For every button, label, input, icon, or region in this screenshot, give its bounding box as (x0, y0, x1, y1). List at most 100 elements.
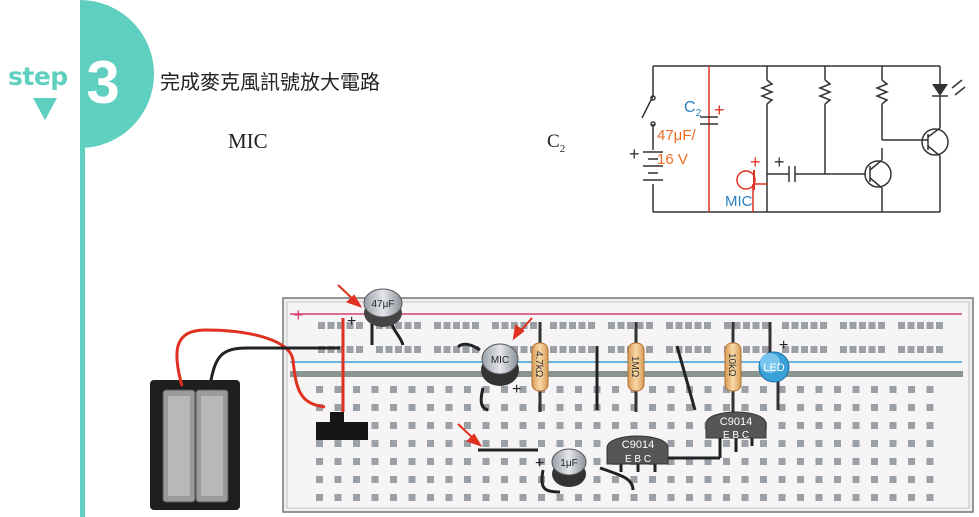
breadboard-hole (704, 476, 712, 483)
breadboard-hole (778, 386, 786, 393)
breadboard-hole (815, 386, 823, 393)
breadboard-hole (371, 422, 379, 429)
breadboard-hole (482, 494, 490, 501)
breadboard-hole (667, 494, 675, 501)
breadboard-hole (815, 440, 823, 447)
breadboard-hole (316, 440, 323, 447)
breadboard-hole (556, 494, 564, 501)
breadboard-hole (334, 494, 342, 501)
breadboard-hole (427, 422, 434, 429)
breadboard-hole (908, 404, 915, 411)
breadboard-hole (588, 346, 595, 353)
breadboard-hole (667, 422, 675, 429)
breadboard-hole (608, 346, 615, 353)
schematic-cap-plus: + (774, 152, 785, 172)
transistor-c9014-lower: C9014 E B C (606, 435, 669, 472)
breadboard-hole (908, 458, 915, 465)
breadboard-hole (353, 404, 360, 411)
breadboard-hole (445, 422, 453, 429)
breadboard-hole (408, 404, 416, 411)
breadboard-hole (612, 422, 619, 429)
breadboard-hole (520, 322, 528, 329)
breadboard-hole (694, 346, 702, 353)
breadboard-hole (630, 476, 638, 483)
breadboard-hole (443, 322, 451, 329)
breadboard-hole (926, 322, 934, 329)
breadboard-hole (889, 494, 897, 501)
breadboard-hole (464, 386, 471, 393)
breadboard-hole (667, 458, 675, 465)
breadboard-hole (404, 346, 412, 353)
breadboard-hole (612, 476, 619, 483)
breadboard-hole (464, 458, 471, 465)
breadboard-hole (723, 386, 730, 393)
breadboard-hole (686, 404, 693, 411)
breadboard-hole (852, 494, 860, 501)
breadboard-hole (741, 386, 749, 393)
breadboard-hole (760, 404, 767, 411)
breadboard-hole (810, 346, 818, 353)
breadboard-hole (578, 322, 586, 329)
breadboard-hole (443, 346, 451, 353)
breadboard-hole (617, 322, 625, 329)
breadboard-hole (427, 458, 434, 465)
breadboard-hole (782, 322, 789, 329)
breadboard-hole (453, 322, 460, 329)
breadboard-hole (762, 322, 769, 329)
breadboard-hole (550, 322, 557, 329)
schematic-c2-label: C2 (684, 99, 702, 119)
breadboard-hole (834, 494, 841, 501)
breadboard-hole (852, 422, 860, 429)
svg-text:1MΩ: 1MΩ (629, 356, 640, 378)
breadboard-hole (871, 458, 878, 465)
breadboard-hole (840, 346, 847, 353)
breadboard-hole (569, 346, 576, 353)
breadboard-hole (427, 476, 434, 483)
breadboard-hole (649, 386, 656, 393)
breadboard-hole (752, 322, 760, 329)
breadboard-hole (519, 494, 527, 501)
breadboard-hole (694, 322, 702, 329)
breadboard-hole (414, 346, 421, 353)
breadboard-hole (810, 322, 818, 329)
breadboard-hole (617, 346, 625, 353)
breadboard-hole (408, 422, 416, 429)
breadboard-hole (501, 476, 508, 483)
breadboard-hole (743, 322, 750, 329)
breadboard-hole (445, 494, 453, 501)
breadboard-hole (871, 404, 878, 411)
breadboard-hole (630, 404, 638, 411)
breadboard-hole (395, 346, 402, 353)
breadboard-hole (371, 494, 379, 501)
breadboard-hole (414, 322, 421, 329)
breadboard-hole (889, 458, 897, 465)
breadboard-hole (464, 422, 471, 429)
breadboard-hole (390, 404, 397, 411)
breadboard-hole (390, 458, 397, 465)
breadboard-hole (797, 458, 804, 465)
breadboard-hole (908, 494, 915, 501)
breadboard-hole (815, 404, 823, 411)
breadboard-hole (492, 322, 499, 329)
breadboard-hole (760, 440, 767, 447)
breadboard-hole (464, 494, 471, 501)
cap47-plus: + (347, 313, 356, 330)
breadboard-hole (723, 440, 730, 447)
breadboard-hole (741, 404, 749, 411)
breadboard-hole (593, 440, 601, 447)
breadboard-hole (427, 494, 434, 501)
capacitor-47uf: 47μF (363, 288, 405, 346)
breadboard-hole (926, 422, 934, 429)
breadboard-hole (427, 440, 434, 447)
breadboard-hole (472, 346, 479, 353)
breadboard-hole (667, 476, 675, 483)
breadboard-hole (371, 386, 379, 393)
breadboard-hole (353, 458, 360, 465)
breadboard-hole (704, 494, 712, 501)
breadboard-hole (649, 422, 656, 429)
c2-annotation: C2 (547, 131, 566, 155)
breadboard-hole (434, 322, 441, 329)
rail-plus: + (293, 305, 304, 325)
